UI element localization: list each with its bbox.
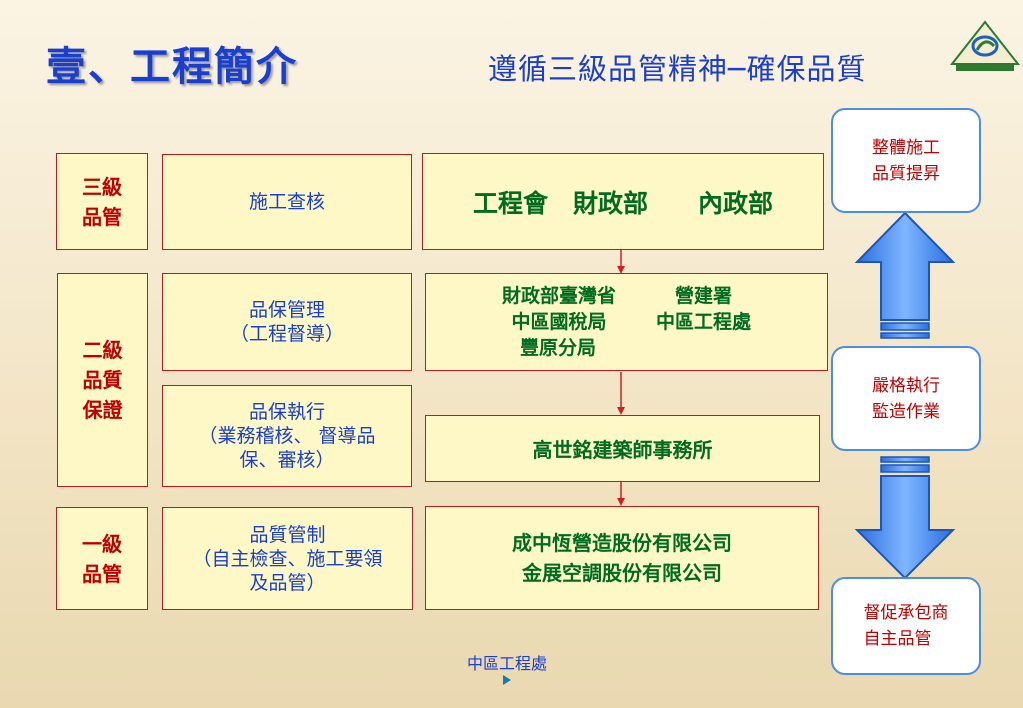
page-title: 壹、工程簡介 (46, 43, 298, 90)
level2-box: 二級品質保證 (57, 273, 148, 487)
flow-arrow-3 (617, 482, 625, 506)
footer-text: 中區工程處 (467, 654, 548, 673)
task-audit-box: 施工查核 (162, 154, 412, 250)
org-level3-box: 工程會 財政部 內政部 (422, 153, 824, 250)
task-qa-manage-box: 品保管理（工程督導） (162, 273, 412, 371)
task-qc-box: 品質管制（自主檢查、施工要領及品管） (162, 507, 413, 610)
footer-pointer-icon (503, 675, 511, 685)
org-level1-box: 成中恆營造股份有限公司金展空調股份有限公司 (425, 506, 819, 610)
side-box-middle: 嚴格執行監造作業 (831, 346, 981, 451)
task-qa-exec-box: 品保執行（業務稽核、 督導品保、審核） (162, 385, 412, 487)
level1-box: 一級品管 (56, 507, 148, 610)
big-down-arrow-icon (854, 456, 956, 580)
org-logo-icon (949, 20, 1021, 72)
flow-arrow-2 (617, 372, 625, 415)
page-subtitle: 遵循三級品管精神─確保品質 (488, 52, 867, 86)
org-level2a-box: 財政部臺灣省 營建署 中區國稅局 中區工程處 豐原分局 (425, 273, 828, 371)
level3-box: 三級品管 (56, 153, 148, 250)
flow-arrow-1 (617, 250, 625, 274)
side-box-top: 整體施工品質提昇 (831, 108, 981, 213)
side-box-bottom: 督促承包商自主品管 (831, 577, 981, 675)
org-level2b-box: 高世銘建築師事務所 (425, 415, 820, 482)
big-up-arrow-icon (854, 211, 956, 339)
